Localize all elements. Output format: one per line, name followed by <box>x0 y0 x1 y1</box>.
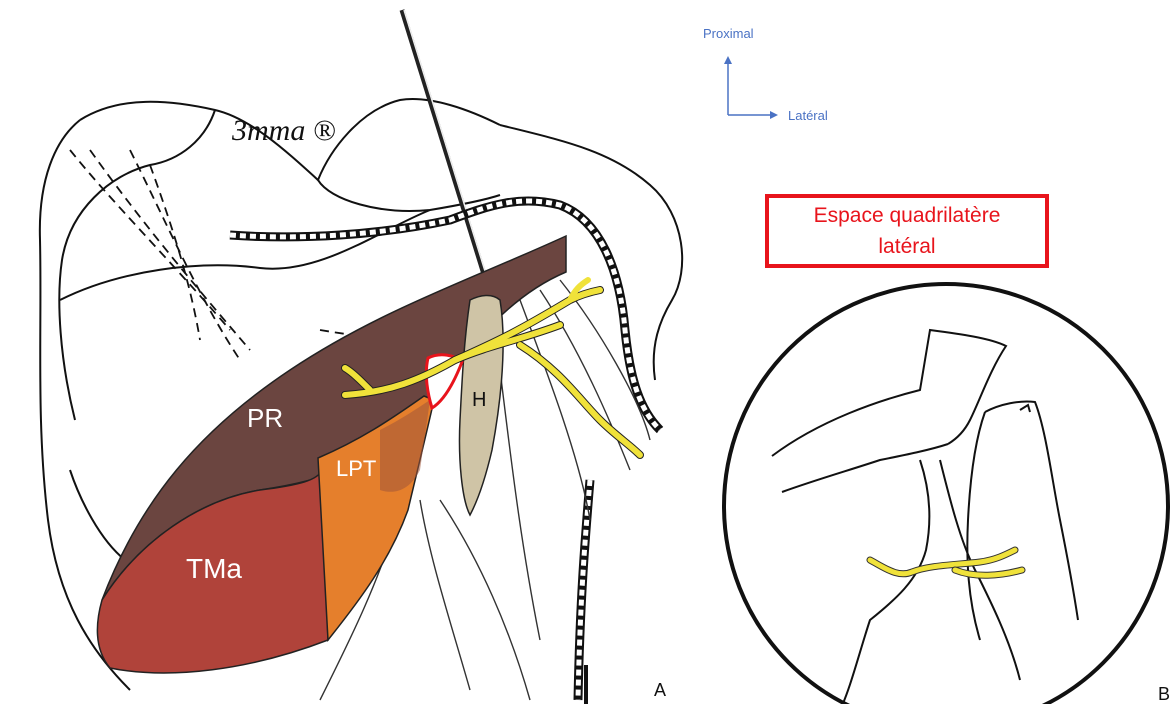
orientation-lateral: Latéral <box>788 108 828 123</box>
quadrilateral-space-title-box: Espace quadrilatère latéral <box>765 194 1049 268</box>
title-line-1: Espace quadrilatère <box>814 200 1001 231</box>
label-pr: PR <box>247 403 283 433</box>
orientation-axes <box>724 56 778 119</box>
logo-signature: 3mma ® <box>231 114 336 147</box>
inset-circle <box>724 284 1168 704</box>
label-h: H <box>472 389 486 411</box>
panel-letter-a: A <box>654 680 666 700</box>
arrow-right-icon <box>770 111 778 119</box>
retractor-instrument <box>402 10 492 300</box>
arrow-up-icon <box>724 56 732 64</box>
label-lpt: LPT <box>336 456 376 481</box>
orientation-proximal: Proximal <box>703 26 754 41</box>
title-line-2: latéral <box>814 231 1001 262</box>
panel-letter-b: B <box>1158 684 1170 704</box>
label-tma: TMa <box>186 553 242 584</box>
